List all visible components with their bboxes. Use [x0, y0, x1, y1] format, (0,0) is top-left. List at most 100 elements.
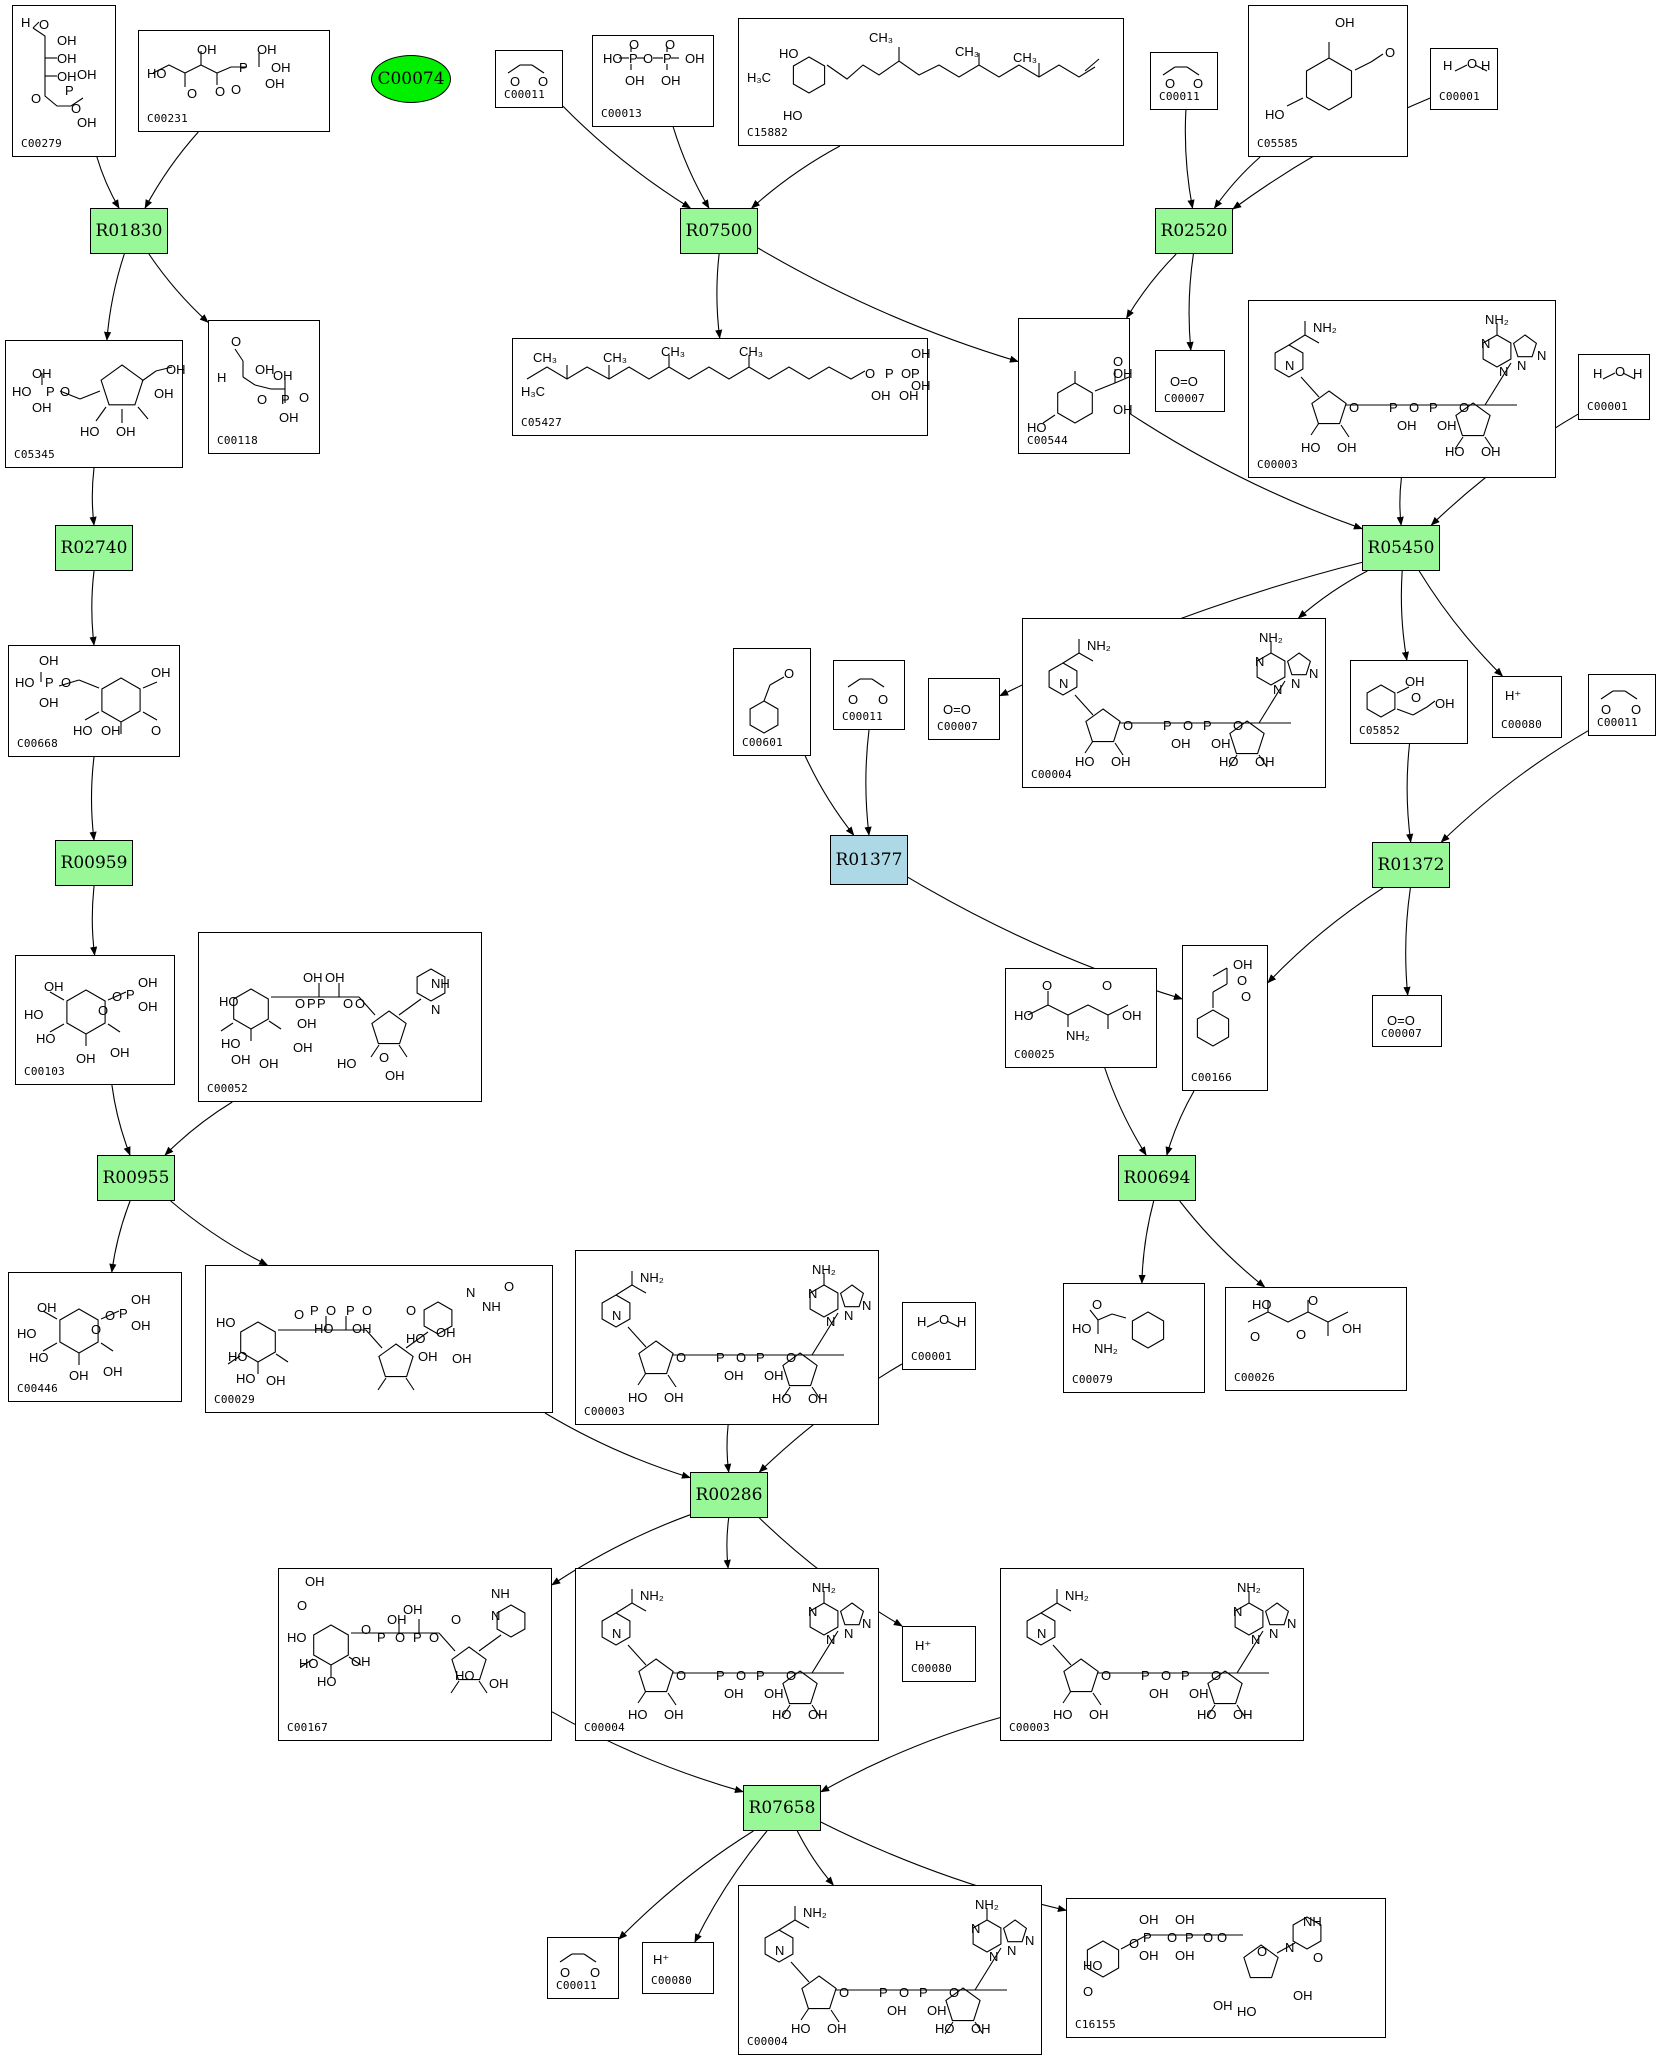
atom-label: O [355, 996, 366, 1011]
atom-label: O [299, 390, 310, 405]
compound-id-label: C00003 [1009, 1721, 1050, 1734]
reaction-r00694[interactable]: R00694 [1118, 1155, 1196, 1201]
atom-label: N [491, 1608, 501, 1623]
atom-label: HO [219, 994, 239, 1009]
atom-label: OH [255, 362, 275, 377]
atom-label: NH₂ [640, 1270, 664, 1285]
compound-id-label: C00003 [1257, 458, 1298, 471]
atom-label: OH [387, 1612, 407, 1627]
atom-label: O [786, 1350, 797, 1365]
reaction-r00955[interactable]: R00955 [97, 1155, 175, 1201]
compound-c00080[interactable]: H⁺C00080 [642, 1942, 714, 1994]
reaction-r00959[interactable]: R00959 [55, 840, 133, 886]
atom-label: OH [1335, 15, 1355, 30]
edge-r00694-to-c00026 [1179, 1200, 1266, 1288]
atom-label: O [784, 666, 795, 681]
atom-label: NH₂ [1066, 1028, 1090, 1043]
structure-drawing [1086, 1916, 1322, 1979]
atom-label: P [239, 60, 248, 75]
compound-c00601[interactable]: O C00601 [733, 648, 811, 756]
reaction-r05450[interactable]: R05450 [1362, 525, 1440, 571]
atom-label: OH [1189, 1686, 1209, 1701]
reaction-r07658[interactable]: R07658 [743, 1785, 821, 1831]
reaction-r01830[interactable]: R01830 [90, 208, 168, 254]
atom-label: N [612, 1626, 622, 1641]
atom-label: O [395, 1630, 406, 1645]
edge-r05450-to-c00080a [1418, 570, 1504, 677]
reaction-r00286[interactable]: R00286 [690, 1472, 768, 1518]
structure-drawing [764, 1906, 1028, 2035]
atom-label: OH [265, 76, 285, 91]
compound-id-label: C00011 [556, 1979, 597, 1992]
atom-label: N [1037, 1626, 1047, 1641]
atom-label: N [1285, 1940, 1295, 1955]
atom-label: O [1250, 1329, 1261, 1344]
atom-label: O [939, 1312, 950, 1327]
atom-label: H₃C [521, 384, 546, 399]
atom-label: OH [418, 1349, 438, 1364]
reaction-r01372[interactable]: R01372 [1372, 842, 1450, 888]
structure-drawing [1454, 64, 1488, 72]
compound-id-label: C00601 [742, 736, 783, 749]
atom-label: O [1183, 718, 1194, 733]
atom-label: OH [103, 1364, 123, 1379]
compound-id-label: C05427 [521, 416, 562, 429]
atom-label: OH [39, 653, 59, 668]
atom-label: H⁺ [1505, 688, 1522, 703]
atom-label: OH [154, 386, 174, 401]
atom-label: HO [1072, 1321, 1092, 1336]
start-compound-c00074[interactable]: C00074 [371, 55, 451, 103]
compound-c00080[interactable]: H⁺C00080 [902, 1626, 976, 1682]
atom-label: OH [1089, 1707, 1109, 1722]
compound-c00080[interactable]: H⁺C00080 [1492, 676, 1562, 738]
atom-label: N [1517, 358, 1527, 373]
reaction-r02740[interactable]: R02740 [55, 525, 133, 571]
atom-label: H [917, 1314, 927, 1329]
reaction-r07500[interactable]: R07500 [680, 208, 758, 254]
reaction-r02520[interactable]: R02520 [1155, 208, 1233, 254]
edge-r07500-to-c05427 [715, 253, 723, 339]
atom-label: OH [303, 970, 323, 985]
reaction-r01377[interactable]: R01377 [830, 835, 908, 885]
atom-label: OH [971, 2021, 991, 2036]
